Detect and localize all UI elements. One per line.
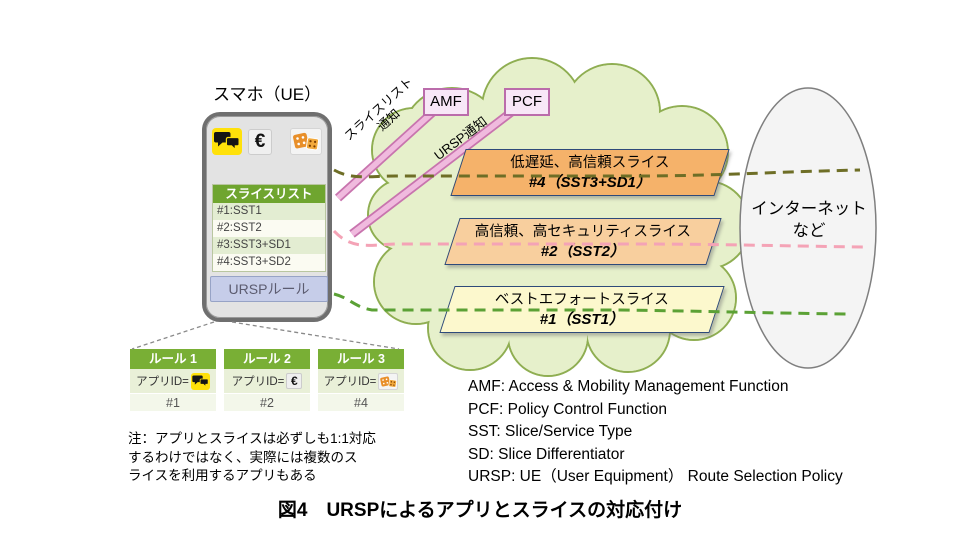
legend-line: SST: Slice/Service Type [468,423,633,440]
legend-line: SD: Slice Differentiator [468,445,625,463]
note-text: 注：アプリとスライスは必ずしも1:1対応 するわけではなく、実際には複数のス ラ… [128,431,376,483]
amf-node: AMF [423,88,469,116]
slice-1-best-effort: ベストエフォートスライス #1（SST1） [439,286,725,333]
pcf-node: PCF [504,88,550,116]
dice-icon [378,372,399,390]
slice-list-notify-label: スライスリスト 通知 [341,74,416,144]
rule-header: ルール 1 [130,349,216,369]
rule-header: ルール 2 [224,349,310,369]
chat-icon [190,372,210,390]
rule-app-label: アプリID= [323,376,377,388]
slice-name: 高信頼、高セキュリティスライス [474,223,692,240]
smartphone-ue: € スライスリスト #1:SST1 #2:SST2 #3:SST3+SD1 #4… [202,112,332,322]
abbreviation-legend: AMF: Access & Mobility Management Functi… [468,376,843,489]
slice-list-header: スライスリスト [213,185,325,203]
rule-app-label: アプリID= [231,376,285,388]
slice-list-item: #4:SST3+SD2 [213,254,325,271]
internet-label: インターネット など [751,200,867,240]
expand-line-left [131,321,215,350]
rule-3: ルール 3 アプリID= #4 [318,349,404,411]
legend-line: URSP: UE（User Equipment） Route Selection… [468,468,843,485]
chat-app-icon [212,128,242,155]
slice-name: 低遅延、高信頼スライス [510,154,670,171]
legend-line: PCF: Policy Control Function [468,400,667,418]
phone-title: スマホ（UE） [213,85,322,104]
rule-app-label: アプリID= [136,376,189,388]
slice-list-item: #3:SST3+SD1 [213,237,325,254]
rule-slice-number: #2 [224,393,310,411]
slice-id: #1（SST1） [539,310,625,328]
figure-caption: 図4 URSPによるアプリとスライスの対応付け [277,500,683,521]
slice-list-panel: スライスリスト #1:SST1 #2:SST2 #3:SST3+SD1 #4:S… [212,184,326,272]
slice-name: ベストエフォートスライス [495,291,669,308]
slice-4-low-latency: 低遅延、高信頼スライス #4（SST3+SD1） [450,149,730,196]
rule-2: ルール 2 アプリID= € #2 [224,349,310,411]
rule-slice-number: #1 [130,393,216,411]
legend-line: AMF: Access & Mobility Management Functi… [468,378,789,395]
expand-line-right [231,321,400,350]
euro-app-icon: € [248,129,272,155]
rule-header: ルール 3 [318,349,404,369]
slice-list-item: #2:SST2 [213,220,325,237]
euro-icon: € [286,373,303,389]
app-icon-row: € [212,128,322,156]
rule-1: ルール 1 アプリID= #1 [130,349,216,411]
ursp-rule-box: URSPルール [210,276,328,302]
slice-2-high-security: 高信頼、高セキュリティスライス #2（SST2） [444,218,722,265]
dice-app-icon [290,128,322,155]
slice-id: #2（SST2） [540,242,626,260]
slice-id: #4（SST3+SD1） [528,173,652,191]
rule-slice-number: #4 [318,393,404,411]
slice-list-item: #1:SST1 [213,203,325,220]
